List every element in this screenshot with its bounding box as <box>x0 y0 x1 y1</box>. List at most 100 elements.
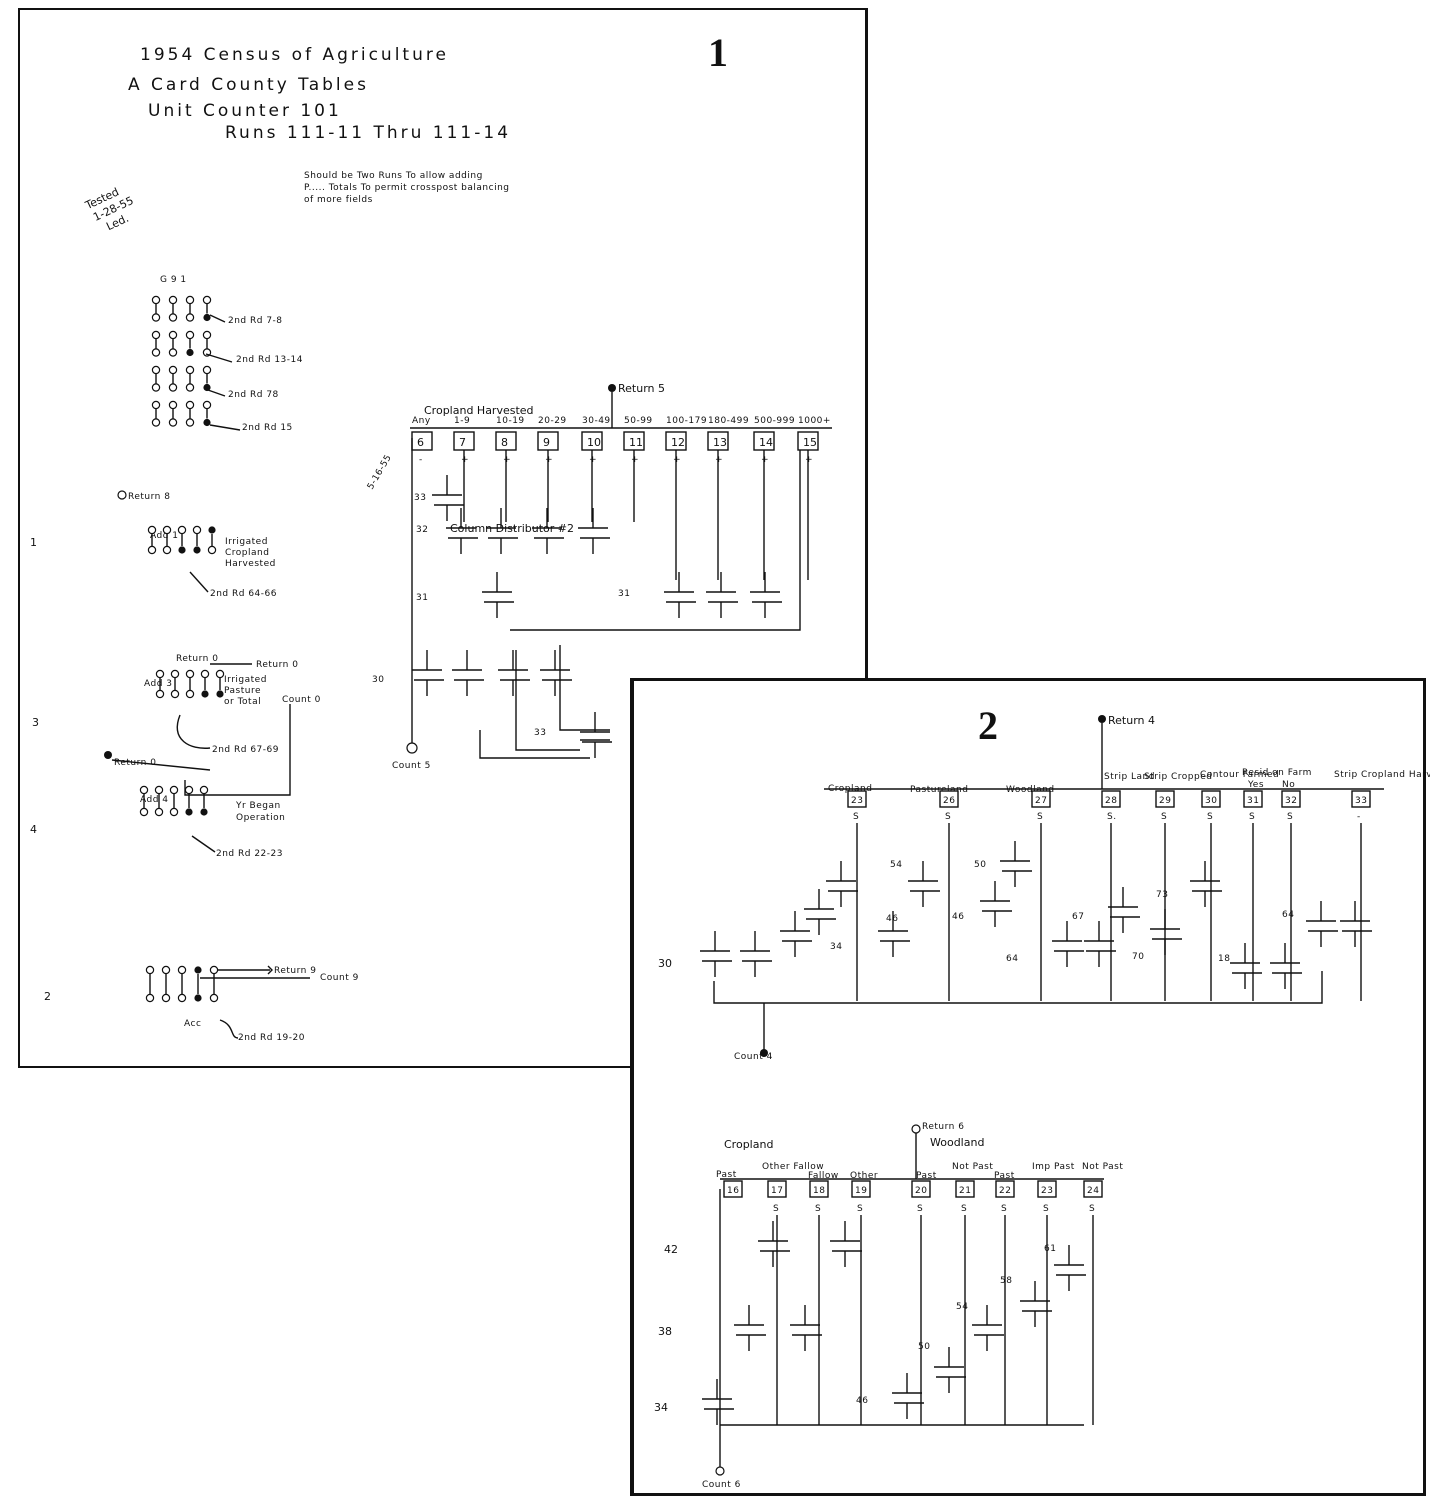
selector-box <box>955 1180 975 1198</box>
svg-text:Return 8: Return 8 <box>128 492 170 502</box>
return-4-label: Return 4 <box>1108 714 1155 727</box>
svg-text:2nd Rd 22-23: 2nd Rd 22-23 <box>216 849 283 859</box>
plug-hub <box>203 313 211 322</box>
plug-hub <box>161 993 171 1003</box>
hub-panel-accumulator: Return 9 Count 9 Acc 2nd Rd 19-20 <box>145 965 359 1043</box>
plug-hub <box>162 525 172 535</box>
plug-hub <box>168 400 178 410</box>
cropland-harvested-title: Cropland Harvested <box>424 404 534 417</box>
svg-text:Add 4: Add 4 <box>140 795 169 805</box>
selector-number: 23 <box>851 796 863 806</box>
header-label: No <box>1282 780 1295 790</box>
svg-text:Count 9: Count 9 <box>320 973 359 983</box>
row-label: 33 <box>534 728 546 738</box>
header-label: Resid on Farm <box>1242 768 1312 778</box>
plug-hub <box>184 785 194 795</box>
selector-number: 6 <box>417 436 424 449</box>
header-label: Strip Cropped <box>1144 772 1213 782</box>
column-header: 30-49 <box>582 416 611 426</box>
plug-hub <box>201 690 209 698</box>
plug-hub <box>145 965 155 975</box>
plug-hub <box>151 400 161 410</box>
row-label: 34 <box>654 1401 668 1414</box>
row-label: 50 <box>918 1342 930 1352</box>
wiring-sheet-2: 2 Return 4 Cropland Pastureland Woodland… <box>630 678 1430 1496</box>
plug-hub <box>185 330 195 340</box>
header-label: Contour Farmed <box>1200 770 1279 780</box>
header-label: Fallow <box>808 1171 839 1181</box>
plug-hub <box>200 808 208 816</box>
plug-hub <box>168 418 178 427</box>
selector-box <box>911 1180 931 1198</box>
selector-number: 29 <box>1159 796 1171 806</box>
selector-number: 8 <box>501 436 508 449</box>
plug-hub <box>193 546 201 554</box>
note-line-3: of more fields <box>304 195 373 205</box>
selector-box <box>1201 790 1221 808</box>
return-4-hub <box>1098 715 1106 723</box>
plug-hub <box>185 689 195 699</box>
plug-hub <box>155 669 165 679</box>
svg-text:2nd Rd 19-20: 2nd Rd 19-20 <box>238 1033 305 1043</box>
column-header: 50-99 <box>624 416 653 426</box>
row-label: 42 <box>664 1243 678 1256</box>
return-5-label: Return 5 <box>618 382 665 395</box>
return-5-hub <box>608 384 616 392</box>
plug-hub <box>185 295 195 305</box>
selector-number: 15 <box>803 436 817 449</box>
plug-hub <box>185 418 195 427</box>
svg-text:Irrigated: Irrigated <box>224 675 267 685</box>
plug-hub <box>200 669 210 679</box>
plug-hub <box>155 689 165 699</box>
selector-number: 24 <box>1087 1186 1099 1196</box>
row-label: 18 <box>1218 954 1230 964</box>
column-header: 10-19 <box>496 416 525 426</box>
selector-sign: + <box>589 455 597 465</box>
row-label: 38 <box>658 1325 672 1338</box>
selector-number: 19 <box>855 1186 867 1196</box>
header-label: Not Past <box>1082 1162 1123 1172</box>
selector-number: 23 <box>1041 1186 1053 1196</box>
plug-hub <box>169 785 179 795</box>
row-label: 34 <box>830 942 842 952</box>
selector-box <box>847 790 867 808</box>
svg-text:Return 9: Return 9 <box>274 966 316 976</box>
plug-hub <box>139 785 149 795</box>
plug-hub <box>139 807 149 817</box>
header-label: Imp Past <box>1032 1162 1075 1172</box>
header-label: Not Past <box>952 1162 993 1172</box>
svg-text:2nd Rd 7-8: 2nd Rd 7-8 <box>228 316 283 326</box>
row-label: 70 <box>1132 952 1144 962</box>
plug-hub <box>168 348 178 357</box>
row-label: 33 <box>414 493 426 503</box>
sheet-1-diagram: 1 1954 Census of Agriculture A Card Coun… <box>30 30 832 1043</box>
svg-text:Return 0: Return 0 <box>176 654 218 664</box>
header-label: Strip Cropland Harv <box>1334 770 1430 780</box>
svg-text:Acc: Acc <box>184 1019 201 1029</box>
row-label: 31 <box>618 589 630 599</box>
svg-text:Irrigated: Irrigated <box>225 537 268 547</box>
selector-sign: S <box>1207 812 1213 822</box>
svg-text:G 9 1: G 9 1 <box>160 275 187 285</box>
selector-number: 10 <box>587 436 601 449</box>
selector-sign: S <box>1043 1204 1049 1214</box>
selector-box <box>1101 790 1121 808</box>
row-label: 30 <box>372 675 384 685</box>
selector-box <box>767 1180 787 1198</box>
selector-number: 20 <box>915 1186 927 1196</box>
selector-number: 7 <box>459 436 466 449</box>
selector-sign: S <box>1001 1204 1007 1214</box>
plug-hub <box>192 525 202 535</box>
plug-hub <box>151 418 161 427</box>
tested-note: Tested 1-28-55 Led. <box>83 185 136 233</box>
header-label: Cropland <box>828 784 872 794</box>
selector-box <box>939 790 959 808</box>
selector-box <box>1281 790 1301 808</box>
selector-sign: + <box>461 455 469 465</box>
hub-panel-top: G 9 1 2nd Rd 7-8 2nd Rd 13-14 2nd Rd 78 … <box>151 275 302 433</box>
plug-hub <box>177 993 187 1003</box>
note-line-1: Should be Two Runs To allow adding <box>304 171 483 181</box>
selector-box <box>995 1180 1015 1198</box>
title-line-4: Runs 111-11 Thru 111-14 <box>225 123 511 143</box>
column-header: 20-29 <box>538 416 567 426</box>
